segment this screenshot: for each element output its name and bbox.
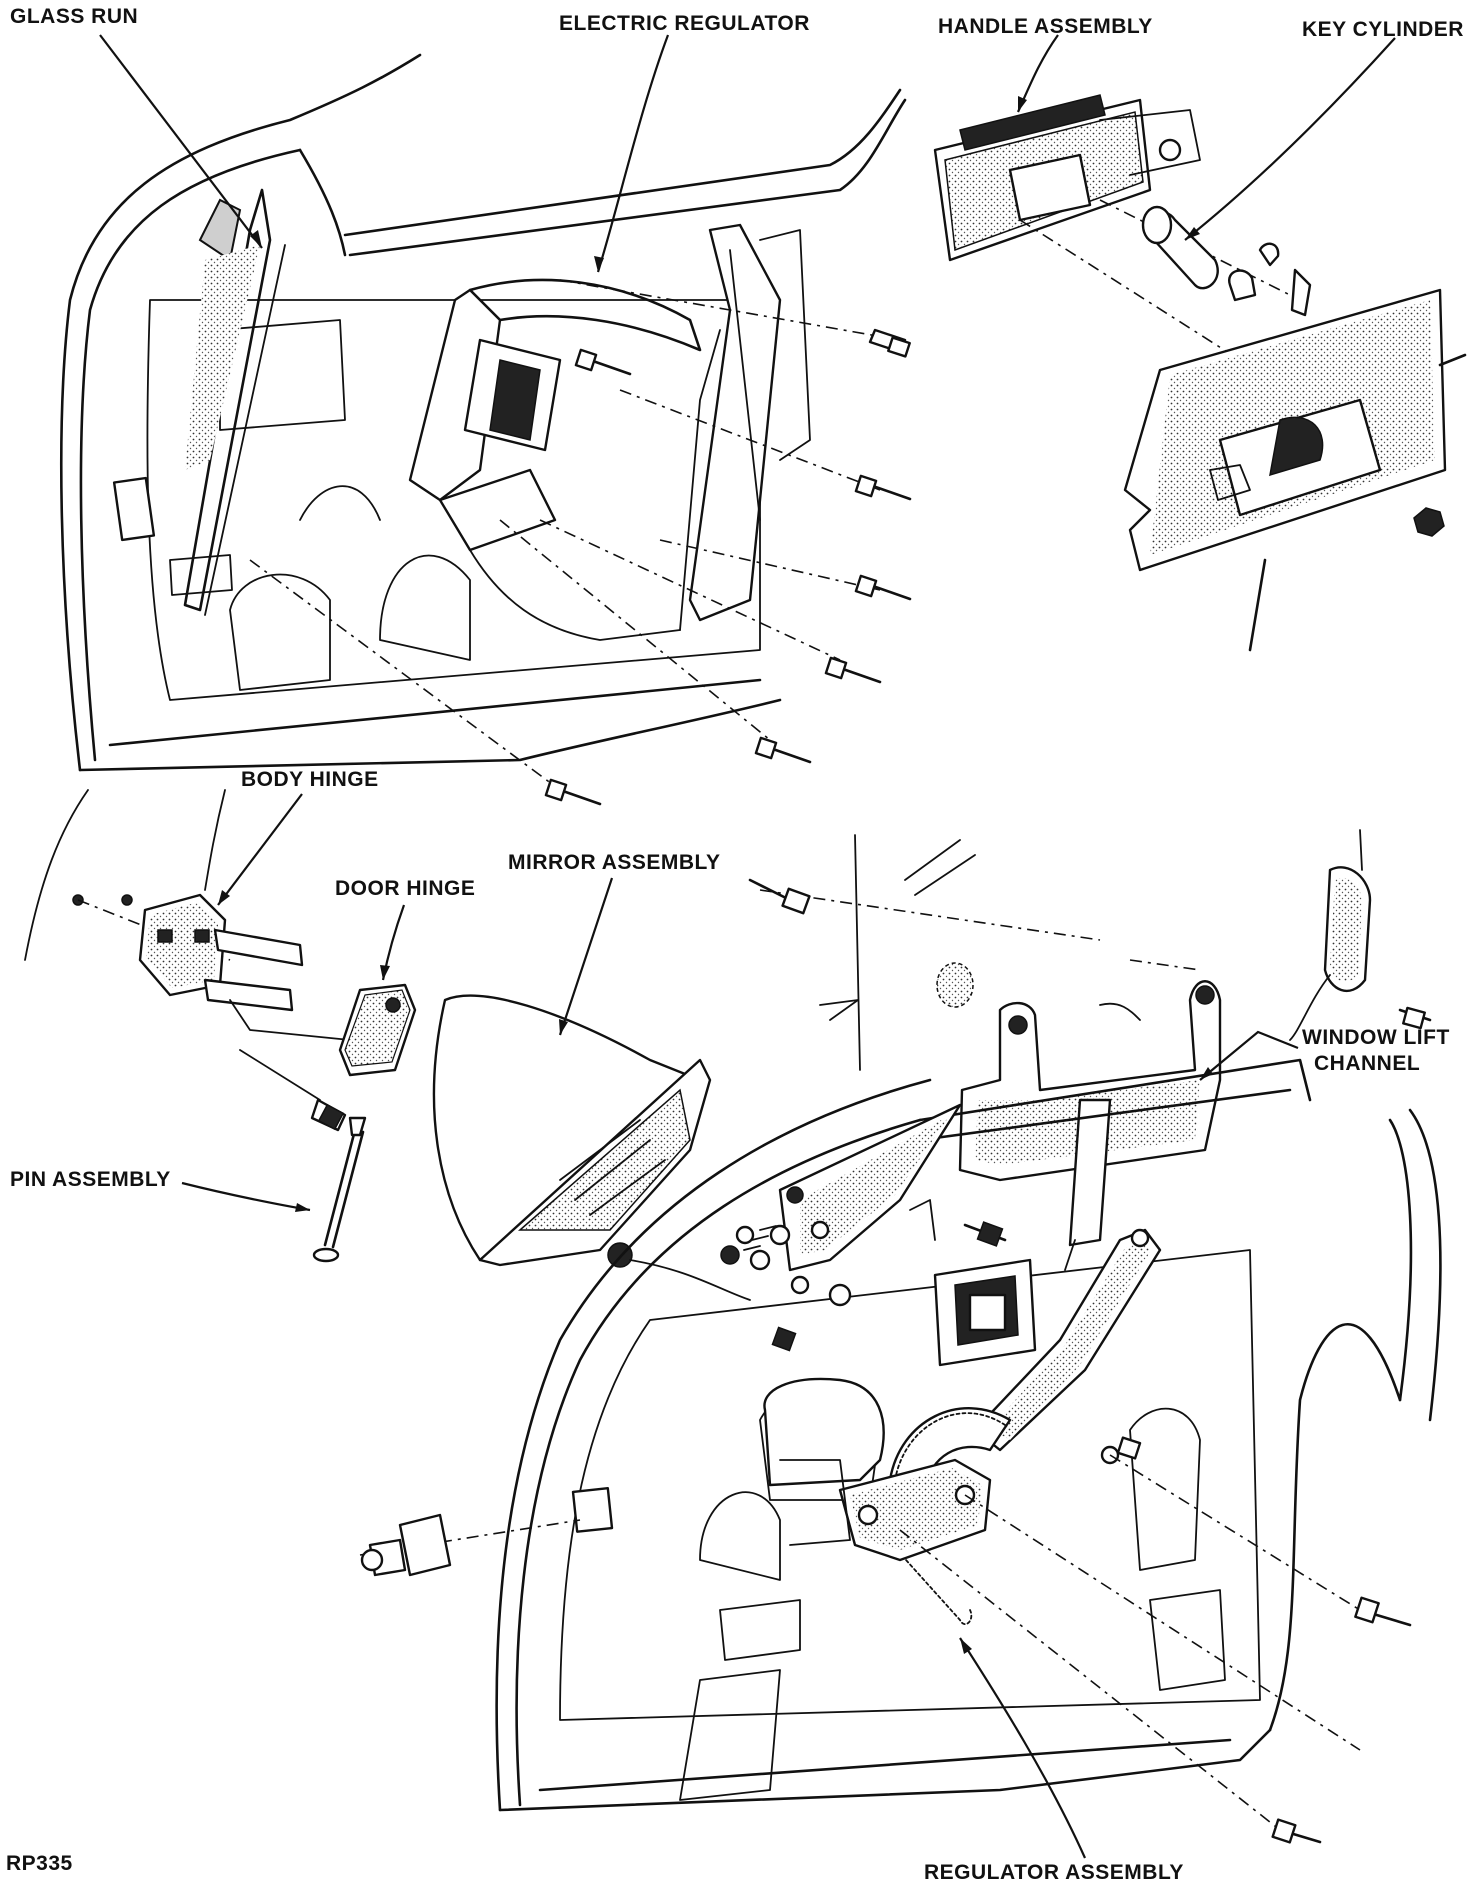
nut-icon (1413, 507, 1445, 537)
bolt-icon (1116, 1436, 1142, 1460)
bolt-icon (868, 328, 911, 358)
lower-door-assembly (359, 1058, 1442, 1844)
label-key-cylinder: KEY CYLINDER (1302, 18, 1464, 41)
figure-code: RP335 (6, 1852, 73, 1875)
leader-lines (99, 34, 1396, 1859)
bolt-icon (963, 1221, 1007, 1247)
label-door-hinge: DOOR HINGE (335, 877, 476, 900)
bolt-icon (748, 878, 811, 915)
bolt-icon (574, 348, 632, 376)
clip-icon (360, 1513, 452, 1577)
bolt-icon (854, 574, 912, 601)
label-body-hinge: BODY HINGE (241, 768, 379, 791)
label-window-lift-channel-2: CHANNEL (1314, 1052, 1421, 1075)
bolt-icon (1398, 1006, 1432, 1030)
handle-and-key-cylinder (933, 94, 1467, 652)
mirror-assembly (432, 994, 751, 1301)
bolt-icon (771, 1326, 797, 1352)
label-regulator-assembly: REGULATOR ASSEMBLY (924, 1861, 1184, 1884)
bolt-icon (310, 1098, 347, 1132)
bolt-icon (1271, 1818, 1322, 1844)
label-mirror-assembly: MIRROR ASSEMBLY (508, 851, 721, 874)
bolt-icon (1354, 1596, 1412, 1627)
bolt-icon (824, 656, 882, 684)
label-handle-assembly: HANDLE ASSEMBLY (938, 15, 1153, 38)
label-pin-assembly: PIN ASSEMBLY (10, 1168, 171, 1191)
upper-door-assembly (59, 53, 912, 806)
bolt-icon (754, 736, 812, 764)
label-glass-run: GLASS RUN (10, 5, 139, 28)
hinge-assembly (24, 789, 417, 1263)
label-window-lift-channel-1: WINDOW LIFT (1302, 1026, 1450, 1049)
bolt-icon (544, 778, 602, 806)
bolt-icon (854, 474, 912, 501)
label-electric-regulator: ELECTRIC REGULATOR (559, 12, 810, 35)
